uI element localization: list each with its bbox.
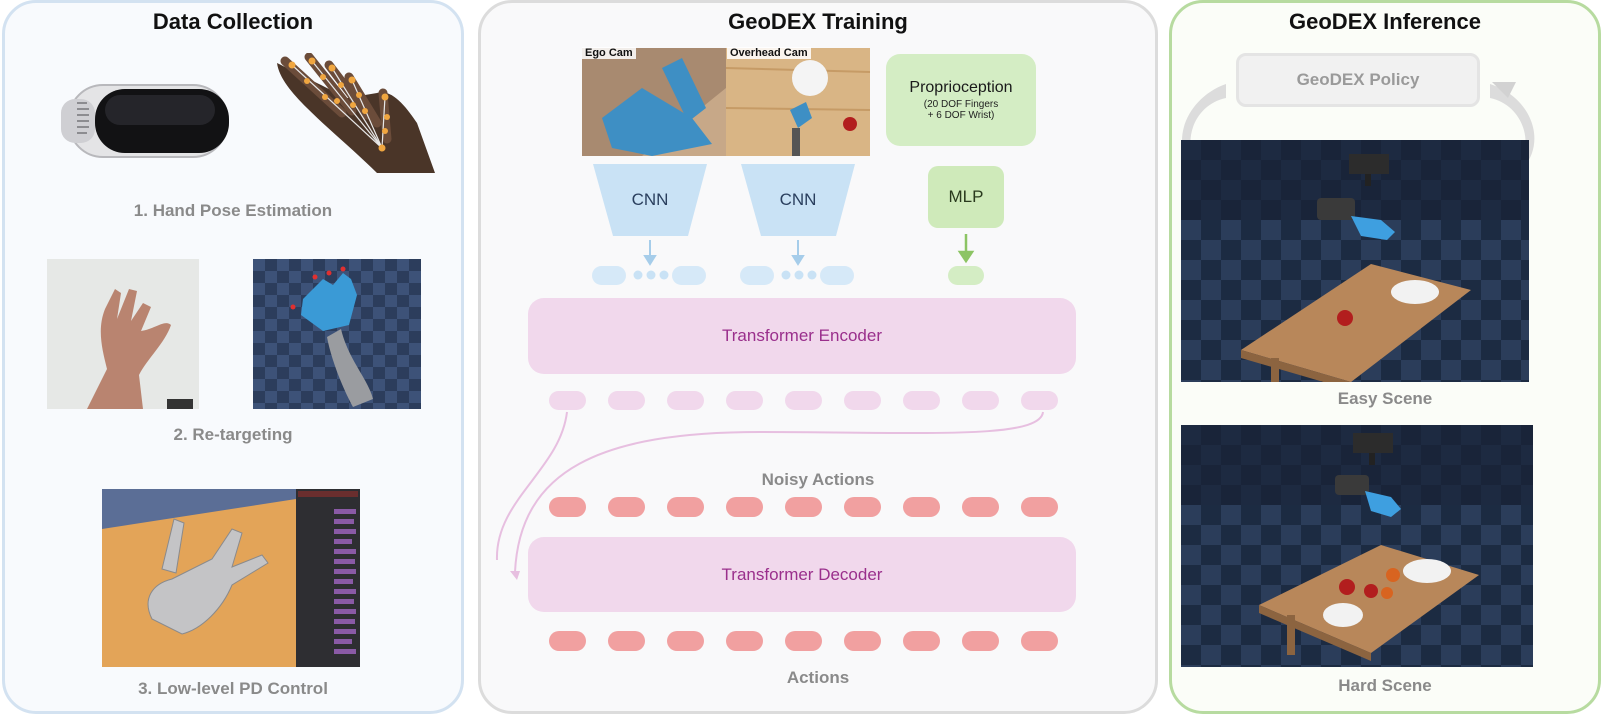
actions-label: Actions xyxy=(786,668,850,687)
real-hand-photo xyxy=(47,259,199,409)
transformer-decoder-block: Transformer Decoder xyxy=(528,537,1076,612)
noisy-action-token xyxy=(903,497,940,517)
ellipsis-dots xyxy=(633,270,817,280)
action-token xyxy=(726,631,763,651)
encoder-output-token xyxy=(726,391,763,410)
proprioception-line1: (20 DOF Fingers xyxy=(923,99,999,110)
noisy-action-token xyxy=(844,497,881,517)
noisy-action-token xyxy=(608,497,645,517)
overhead-token-last xyxy=(820,266,854,285)
noisy-action-token xyxy=(549,497,586,517)
noisy-actions-label: Noisy Actions xyxy=(761,470,875,489)
cross-attention-arrowhead xyxy=(510,571,520,580)
training-title: GeoDEX Training xyxy=(728,9,908,34)
noisy-action-token xyxy=(667,497,704,517)
action-token xyxy=(903,631,940,651)
geodex-policy-box: GeoDEX Policy xyxy=(1236,53,1480,107)
overhead-cam-label: Overhead Cam xyxy=(727,47,811,59)
action-token xyxy=(962,631,999,651)
proprio-token xyxy=(948,266,984,285)
step-2-caption: 2. Re-targeting xyxy=(173,425,293,444)
proprioception-line2: + 6 DOF Wrist) xyxy=(927,110,995,121)
action-token xyxy=(785,631,822,651)
encoder-output-token xyxy=(844,391,881,410)
step-3-caption: 3. Low-level PD Control xyxy=(138,679,328,698)
camera-images xyxy=(582,48,870,156)
encoder-output-token xyxy=(785,391,822,410)
proprioception-box: Proprioception (20 DOF Fingers + 6 DOF W… xyxy=(886,54,1036,146)
overhead-token-first xyxy=(740,266,774,285)
noisy-action-token xyxy=(962,497,999,517)
data-collection-panel: Data Collection 1. Hand Pose Estimation xyxy=(2,0,464,714)
ego-cam-label: Ego Cam xyxy=(582,47,636,59)
encoder-output-token xyxy=(549,391,586,410)
action-token xyxy=(549,631,586,651)
pd-control-sim-image xyxy=(102,489,360,667)
encoder-output-token xyxy=(1021,391,1058,410)
ego-token-last xyxy=(672,266,706,285)
step-1-caption: 1. Hand Pose Estimation xyxy=(133,201,333,220)
mlp-label: MLP xyxy=(948,187,984,206)
encoder-output-token xyxy=(667,391,704,410)
cnn-ego-block xyxy=(593,164,707,236)
action-token xyxy=(608,631,645,651)
transformer-encoder-block: Transformer Encoder xyxy=(528,298,1076,374)
noisy-action-token xyxy=(726,497,763,517)
hard-scene-caption: Hard Scene xyxy=(1338,676,1432,695)
encoder-output-token xyxy=(962,391,999,410)
action-token xyxy=(844,631,881,651)
hand-keypoints-image xyxy=(277,53,435,173)
noisy-action-token xyxy=(1021,497,1058,517)
cross-attention-curves xyxy=(495,411,1044,573)
encoder-output-token xyxy=(608,391,645,410)
noisy-action-token xyxy=(785,497,822,517)
encoder-output-token xyxy=(903,391,940,410)
inference-title: GeoDEX Inference xyxy=(1289,9,1481,34)
action-token xyxy=(667,631,704,651)
ego-token-first xyxy=(592,266,626,285)
proprioception-title: Proprioception xyxy=(909,79,1013,96)
action-token xyxy=(1021,631,1058,651)
easy-scene-image xyxy=(1181,140,1529,382)
retargeting-sim-image xyxy=(253,259,421,409)
easy-scene-caption: Easy Scene xyxy=(1337,389,1433,408)
cnn-ego-label: CNN xyxy=(631,190,669,209)
hard-scene-image xyxy=(1181,425,1533,667)
cnn-overhead-label: CNN xyxy=(779,190,817,209)
data-collection-title: Data Collection xyxy=(152,9,314,34)
mlp-block xyxy=(928,166,1004,228)
cnn-overhead-block xyxy=(741,164,855,236)
cnn-down-arrows xyxy=(643,240,805,266)
vr-headset-image xyxy=(61,84,229,158)
mlp-down-arrow xyxy=(957,234,975,264)
